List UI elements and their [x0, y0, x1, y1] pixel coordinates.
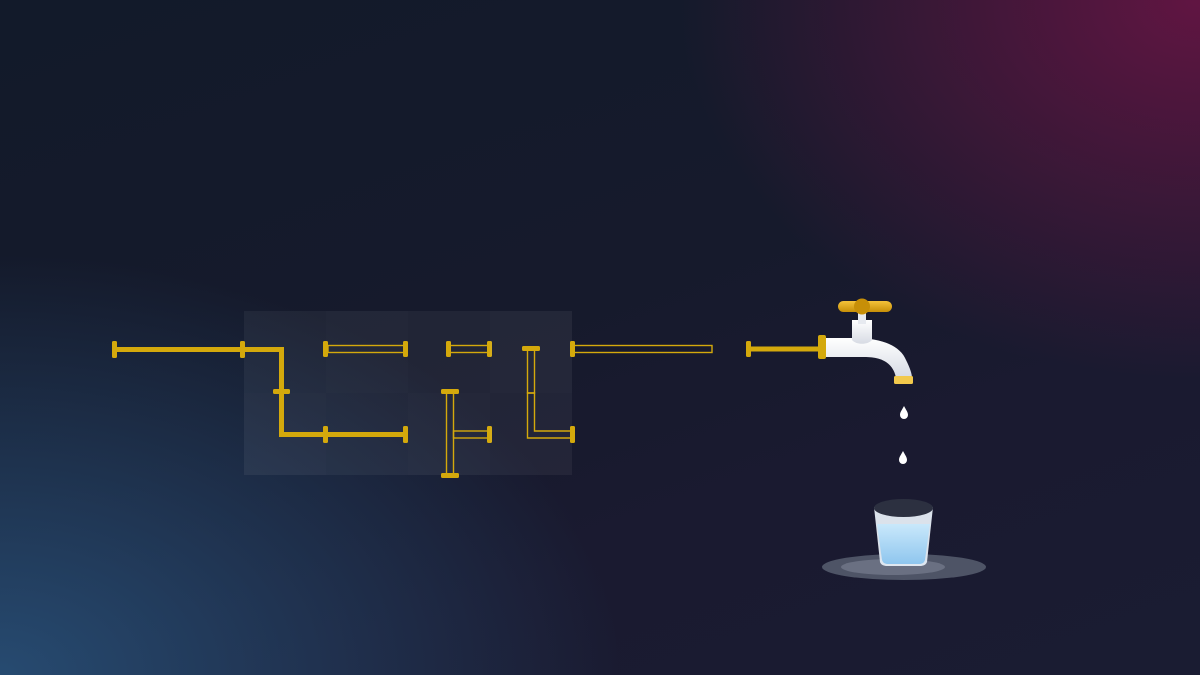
tile-r0c2[interactable]	[408, 311, 492, 393]
tile-r0c3[interactable]	[490, 311, 572, 394]
tile-r1c3[interactable]	[490, 392, 575, 475]
faucet-icon	[746, 298, 913, 384]
inlet-pipe-icon	[112, 341, 245, 358]
tile-r1c2[interactable]	[408, 389, 492, 478]
filled-pipe-path	[244, 347, 408, 443]
water-drops	[899, 406, 908, 464]
tile-r0c1[interactable]	[323, 311, 408, 393]
faucet-handle[interactable]	[838, 298, 892, 315]
glass-cup-icon	[822, 499, 986, 580]
puzzle-grid	[244, 311, 575, 478]
outlet-pipe-icon	[570, 341, 713, 357]
